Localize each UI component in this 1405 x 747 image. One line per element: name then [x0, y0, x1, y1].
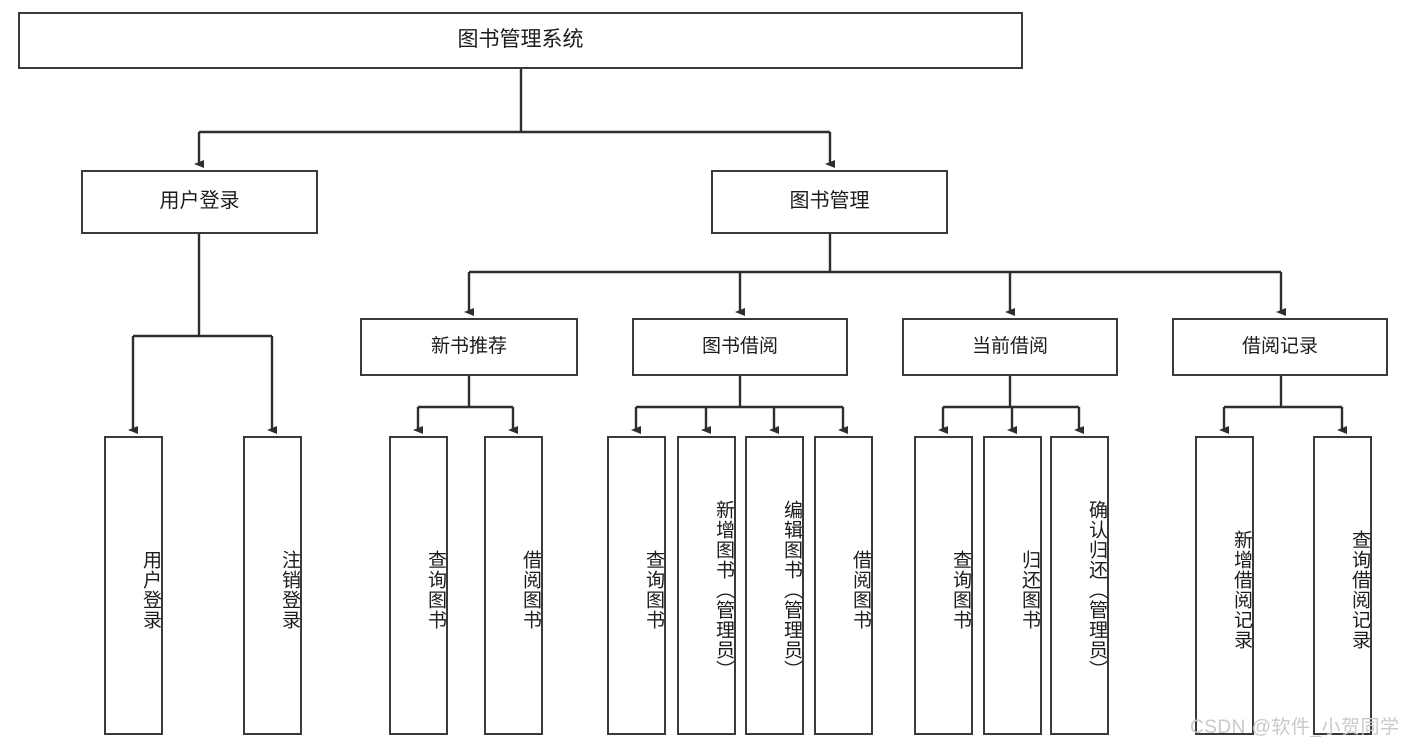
leaf-label: 注销登录 [279, 549, 300, 630]
node-user-login[interactable]: 用户登录 [81, 170, 318, 234]
leaf-label: 确认归还（管理员） [1086, 499, 1107, 680]
leaf-label: 归还图书 [1019, 549, 1040, 630]
node-current-borrow-label: 当前借阅 [971, 335, 1048, 357]
leaf-label: 借阅图书 [520, 549, 541, 630]
leaf-label: 编辑图书（管理员） [781, 499, 802, 680]
node-book-management-label: 图书管理 [789, 190, 870, 213]
leaf-label: 借阅图书 [850, 549, 871, 630]
leaf-current-query-book[interactable]: 查询图书 [914, 436, 973, 735]
leaf-user-login-logout[interactable]: 注销登录 [243, 436, 302, 735]
leaf-current-confirm-return[interactable]: 确认归还（管理员） [1050, 436, 1109, 735]
leaf-label: 查询借阅记录 [1349, 529, 1370, 650]
csdn-watermark: CSDN @软件_小贺同学 [1190, 717, 1400, 738]
node-new-book-recommend[interactable]: 新书推荐 [360, 318, 578, 376]
node-borrow-record-label: 借阅记录 [1241, 335, 1318, 357]
leaf-borrow-query-book[interactable]: 查询图书 [607, 436, 666, 735]
leaf-record-query-record[interactable]: 查询借阅记录 [1313, 436, 1372, 735]
node-book-borrow[interactable]: 图书借阅 [632, 318, 848, 376]
leaf-current-return-book[interactable]: 归还图书 [983, 436, 1042, 735]
leaf-recommend-query-book[interactable]: 查询图书 [389, 436, 448, 735]
node-user-login-label: 用户登录 [159, 190, 240, 213]
node-new-book-recommend-label: 新书推荐 [430, 335, 507, 357]
node-root-label: 图书管理系统 [457, 28, 584, 52]
node-current-borrow[interactable]: 当前借阅 [902, 318, 1118, 376]
leaf-label: 新增借阅记录 [1231, 529, 1252, 650]
leaf-label: 查询图书 [950, 549, 971, 630]
leaf-label: 查询图书 [643, 549, 664, 630]
node-root[interactable]: 图书管理系统 [18, 12, 1023, 69]
leaf-record-add-record[interactable]: 新增借阅记录 [1195, 436, 1254, 735]
leaf-label: 用户登录 [140, 549, 161, 630]
node-book-borrow-label: 图书借阅 [701, 335, 778, 357]
node-book-management[interactable]: 图书管理 [711, 170, 948, 234]
leaf-recommend-borrow-book[interactable]: 借阅图书 [484, 436, 543, 735]
leaf-borrow-borrow-book[interactable]: 借阅图书 [814, 436, 873, 735]
node-borrow-record[interactable]: 借阅记录 [1172, 318, 1388, 376]
leaf-borrow-edit-book[interactable]: 编辑图书（管理员） [745, 436, 804, 735]
leaf-borrow-add-book[interactable]: 新增图书（管理员） [677, 436, 736, 735]
leaf-label: 查询图书 [425, 549, 446, 630]
leaf-user-login-login[interactable]: 用户登录 [104, 436, 163, 735]
leaf-label: 新增图书（管理员） [713, 499, 734, 680]
